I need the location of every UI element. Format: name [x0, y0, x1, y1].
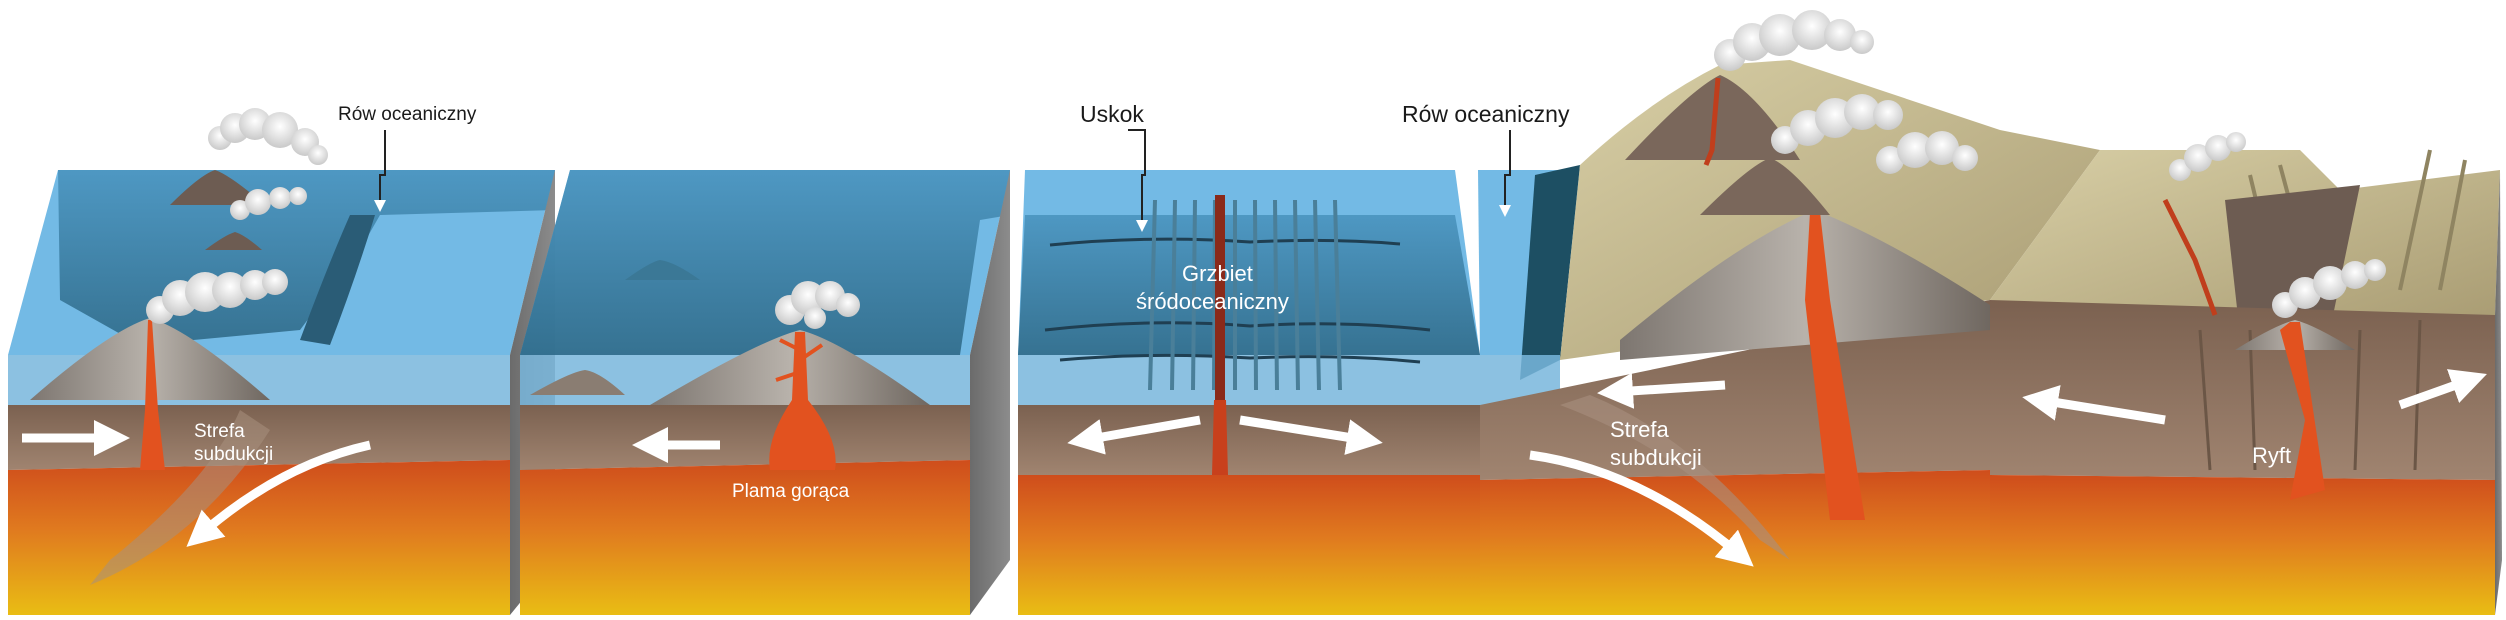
lava-flow — [2162, 198, 2218, 316]
trench-label: Rów oceaniczny — [338, 104, 477, 125]
subduction-zone-label-line2: subdukcji — [1610, 445, 1702, 470]
mantle — [8, 460, 510, 615]
plate-motion-arrow-left — [1067, 415, 1201, 455]
subduction-arrow — [186, 440, 371, 547]
lava-flow — [1703, 77, 1721, 166]
block-side — [2495, 170, 2502, 615]
seamount — [625, 260, 700, 280]
block-rift: Ryft — [1990, 132, 2502, 615]
rift-label: Ryft — [2252, 443, 2291, 468]
plate-motion-arrow — [1597, 372, 1726, 409]
smoke-cloud — [2169, 132, 2386, 318]
ridge-corrugation — [1148, 199, 1342, 391]
ridge-label-line1: Grzbiet — [1182, 261, 1253, 286]
block-subduction-ocean-continent: Rów oceaniczny Strefa subdukcji — [1402, 10, 2100, 615]
label-pointer — [1504, 130, 1511, 210]
plate-motion-arrow-right — [1239, 415, 1383, 455]
background-volcano — [205, 232, 262, 250]
subducting-slab — [1560, 395, 1790, 560]
crust — [1990, 300, 2495, 480]
sea-cliff — [1520, 165, 1580, 380]
volcano — [650, 330, 930, 405]
magma-conduit — [2280, 322, 2325, 500]
background-volcano — [1700, 158, 1830, 215]
label-pointer-tip — [374, 200, 386, 212]
fault-label: Uskok — [1080, 101, 1144, 127]
subduction-zone-label-line1: Strefa — [1610, 417, 1669, 442]
magma-plume — [769, 332, 836, 470]
hotspot-label: Plama gorąca — [732, 481, 850, 502]
block-hotspot: Plama gorąca — [520, 170, 1010, 615]
smoke-cloud — [146, 108, 328, 324]
trench-label: Rów oceaniczny — [1402, 101, 1570, 127]
magma-upwelling — [1212, 400, 1228, 475]
subduction-zone-label-line1: Strefa — [194, 421, 245, 442]
mantle — [520, 460, 970, 615]
subduction-zone-label-line2: subdukcji — [194, 444, 273, 465]
older-volcano — [530, 370, 625, 395]
label-pointer-tip — [1136, 220, 1148, 232]
label-pointer — [379, 130, 386, 205]
sea-floor — [520, 170, 1010, 355]
mantle — [1480, 470, 1990, 615]
mantle — [1018, 475, 1480, 615]
magma-conduit — [1805, 212, 1865, 520]
magma-conduit — [140, 320, 165, 470]
background-volcano — [170, 170, 265, 205]
block-mid-ocean-ridge: Uskok Grzbiet śródoceaniczny — [1018, 101, 1480, 615]
sea-floor — [1018, 215, 1480, 355]
block-side — [970, 170, 1010, 615]
crust — [520, 405, 970, 470]
ridge-label-line2: śródoceaniczny — [1136, 289, 1289, 314]
label-pointer-tip — [1499, 205, 1511, 217]
plate-motion-arrow-left — [2022, 385, 2166, 425]
crust — [1480, 300, 1990, 480]
magma-branch — [775, 338, 824, 382]
rift-valley — [1215, 195, 1225, 400]
smoke-cloud — [1714, 10, 1978, 174]
volcano — [1620, 210, 1990, 360]
plate-motion-arrow-right — [2398, 369, 2487, 410]
label-pointer — [1128, 129, 1146, 225]
ridge-fault-lines — [1044, 237, 1431, 364]
smoke-cloud — [775, 281, 860, 329]
mantle — [1990, 475, 2495, 615]
subduction-arrow — [1529, 450, 1754, 567]
sea-front — [1018, 355, 1480, 405]
trench — [300, 215, 375, 345]
subducting-slab — [90, 410, 270, 585]
block-subduction-ocean-ocean: Rów oceaniczny Strefa subdukcji — [8, 104, 555, 615]
